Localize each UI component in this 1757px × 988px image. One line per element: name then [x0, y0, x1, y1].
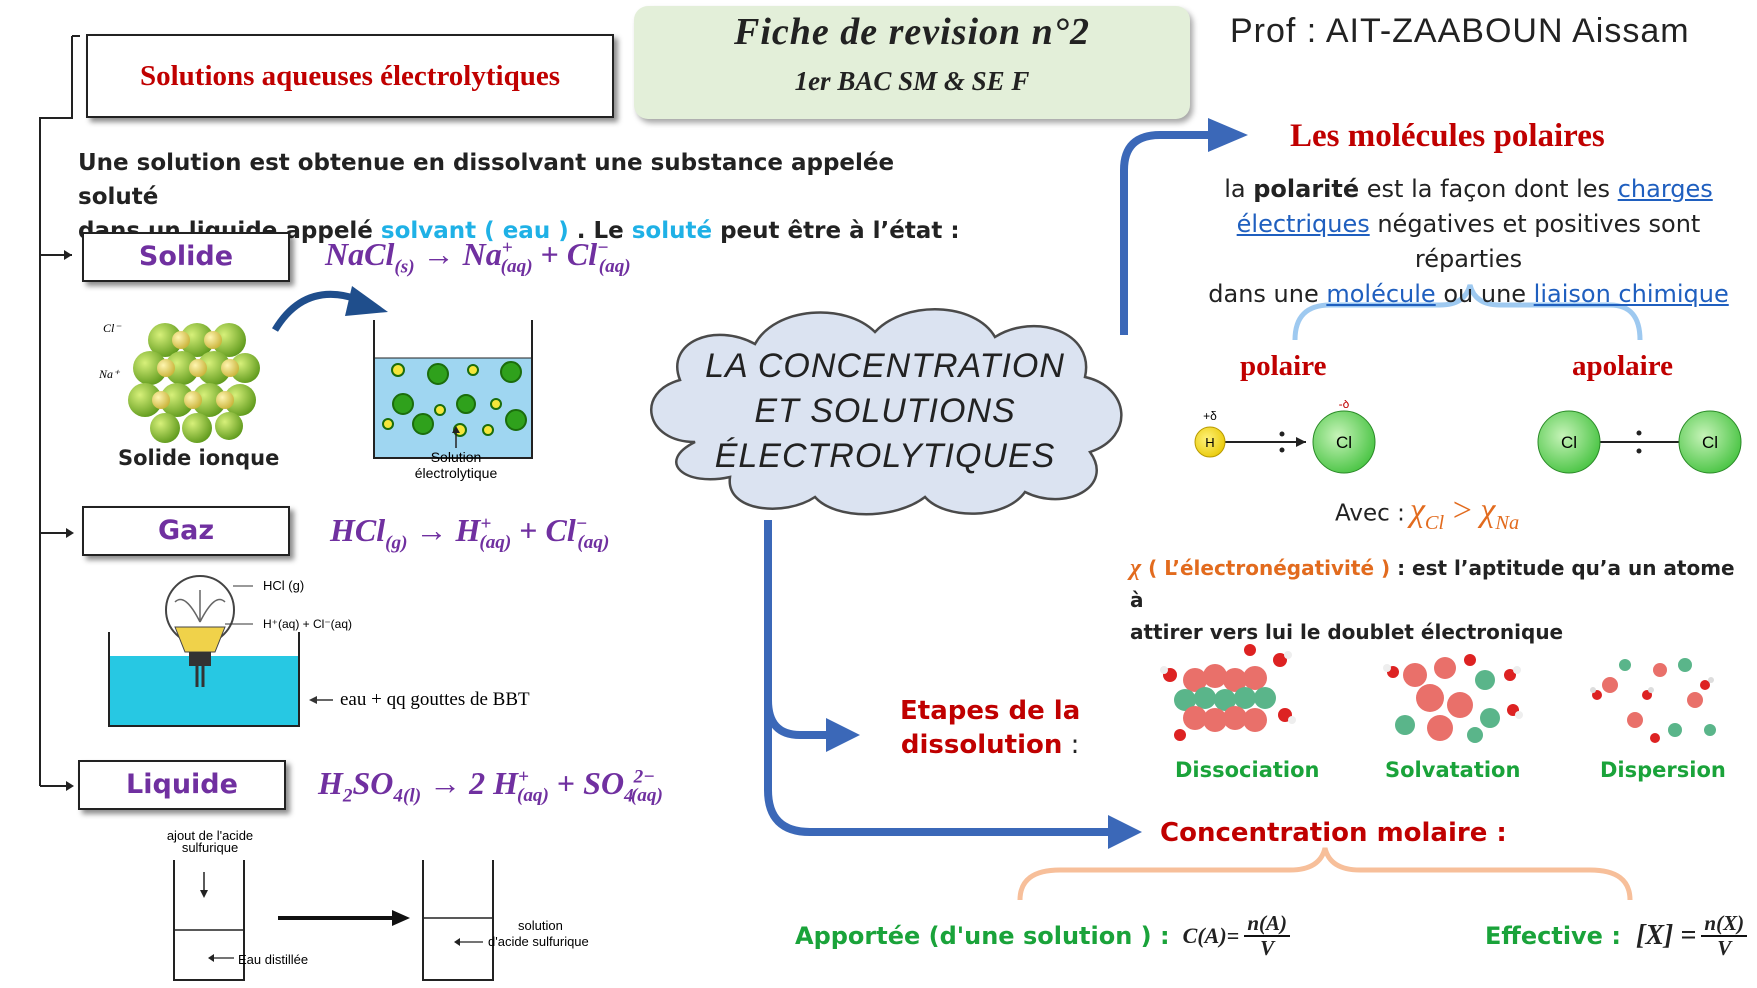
electronegativity-comparison: Avec : χCl > χNa — [1335, 492, 1520, 534]
solvation-image — [1383, 654, 1523, 743]
link-charges[interactable]: charges — [1617, 175, 1713, 203]
apportee-formula: Apportée (d'une solution ) : C(A)= n(A)V — [795, 911, 1290, 960]
crystal-caption: Solide ionque — [118, 446, 280, 470]
state-gas-label: Gaz — [82, 506, 290, 556]
dispersion-label: Dispersion — [1600, 758, 1726, 782]
electrolytic-beaker-figure: Solution électrolytique — [373, 320, 533, 481]
gas-equation: HCl(g) → H+(aq) + Cl−(aq) — [330, 512, 610, 554]
polar-label: polaire — [1240, 350, 1327, 382]
crystal-cl-label: Cl⁻ — [103, 321, 122, 335]
fig-water-distilled: Eau distillée — [238, 952, 308, 967]
fountain-experiment-figure: HCl (g) H⁺(aq) + Cl⁻(aq) eau + qq goutte… — [108, 575, 530, 727]
solute-term: soluté — [631, 218, 713, 244]
atom-cl-left-label: Cl — [1561, 433, 1577, 452]
atom-h-label: H — [1205, 435, 1214, 450]
state-liquid-label: Liquide — [78, 760, 286, 810]
intro-line-1: Une solution est obtenue en dissolvant u… — [78, 150, 895, 210]
revision-title: Fiche de revision n°2 — [733, 11, 1091, 53]
polar-molecule-diagram: H Cl +δ -δ — [1194, 400, 1376, 474]
atom-cl-right-label: Cl — [1702, 433, 1718, 452]
link-electriques[interactable]: électriques — [1236, 210, 1370, 238]
atom-cl-label: Cl — [1336, 433, 1352, 452]
link-molecule[interactable]: molécule — [1326, 280, 1436, 308]
author: Prof : AIT-ZAABOUN Aissam — [1230, 12, 1690, 50]
molar-concentration-title: Concentration molaire : — [1160, 818, 1507, 848]
beaker-caption-1: Solution — [431, 449, 482, 465]
crystal-na-label: Na⁺ — [98, 367, 121, 381]
liquid-equation: H2SO4(l) → 2 H+(aq) + SO42−(aq) — [318, 765, 663, 807]
apolar-label: apolaire — [1572, 350, 1673, 382]
fig-ions-label: H⁺(aq) + Cl⁻(aq) — [263, 617, 352, 631]
solvent-term: solvant ( eau ) — [380, 218, 569, 244]
revision-subtitle: 1er BAC SM & SE F — [794, 66, 1030, 96]
central-cloud-shape — [650, 308, 1123, 516]
solvation-label: Solvatation — [1385, 758, 1521, 782]
fig-solution-2: d'acide sulfurique — [488, 934, 589, 949]
solid-equation: NaCl(s) → Na+(aq) + Cl−(aq) — [325, 236, 631, 278]
section-title: Solutions aqueuses électrolytiques — [86, 34, 614, 118]
apolar-molecule-diagram: Cl Cl — [1537, 410, 1742, 474]
fig-add-label-1: ajout de l'acide — [167, 830, 253, 843]
link-liaison-chimique[interactable]: liaison chimique — [1533, 280, 1729, 308]
state-solid-label: Solide — [82, 232, 290, 282]
fig-add-label-2: sulfurique — [182, 840, 238, 855]
dilution-figure: ajout de l'acide sulfurique Eau distillé… — [167, 830, 589, 981]
ionic-crystal-figure: Cl⁻ Na⁺ — [98, 321, 260, 443]
revision-card — [634, 6, 1190, 119]
dissolution-steps-title: Etapes de la dissolution : — [900, 696, 1081, 760]
fig-solution-1: solution — [518, 918, 563, 933]
effective-formula: Effective : [X] = n(X)V — [1485, 911, 1748, 960]
electronegativity-definition: χ ( L’électronégativité ) : est l’aptitu… — [1130, 555, 1735, 644]
dissociation-image — [1160, 644, 1296, 741]
polar-molecules-title: Les molécules polaires — [1290, 118, 1605, 154]
delta-plus-label: +δ — [1203, 409, 1217, 423]
beaker-caption-2: électrolytique — [415, 465, 498, 481]
delta-minus-label: -δ — [1339, 400, 1350, 411]
fig-water-label: eau + qq gouttes de BBT — [340, 689, 530, 710]
dispersion-image — [1590, 658, 1716, 743]
cloud-title: LA CONCENTRATION ET SOLUTIONS ÉLECTROLYT… — [705, 347, 1065, 475]
fig-hcl-label: HCl (g) — [263, 578, 304, 593]
dissociation-label: Dissociation — [1175, 758, 1320, 782]
polarity-definition: la polarité est la façon dont les charge… — [1208, 175, 1729, 308]
